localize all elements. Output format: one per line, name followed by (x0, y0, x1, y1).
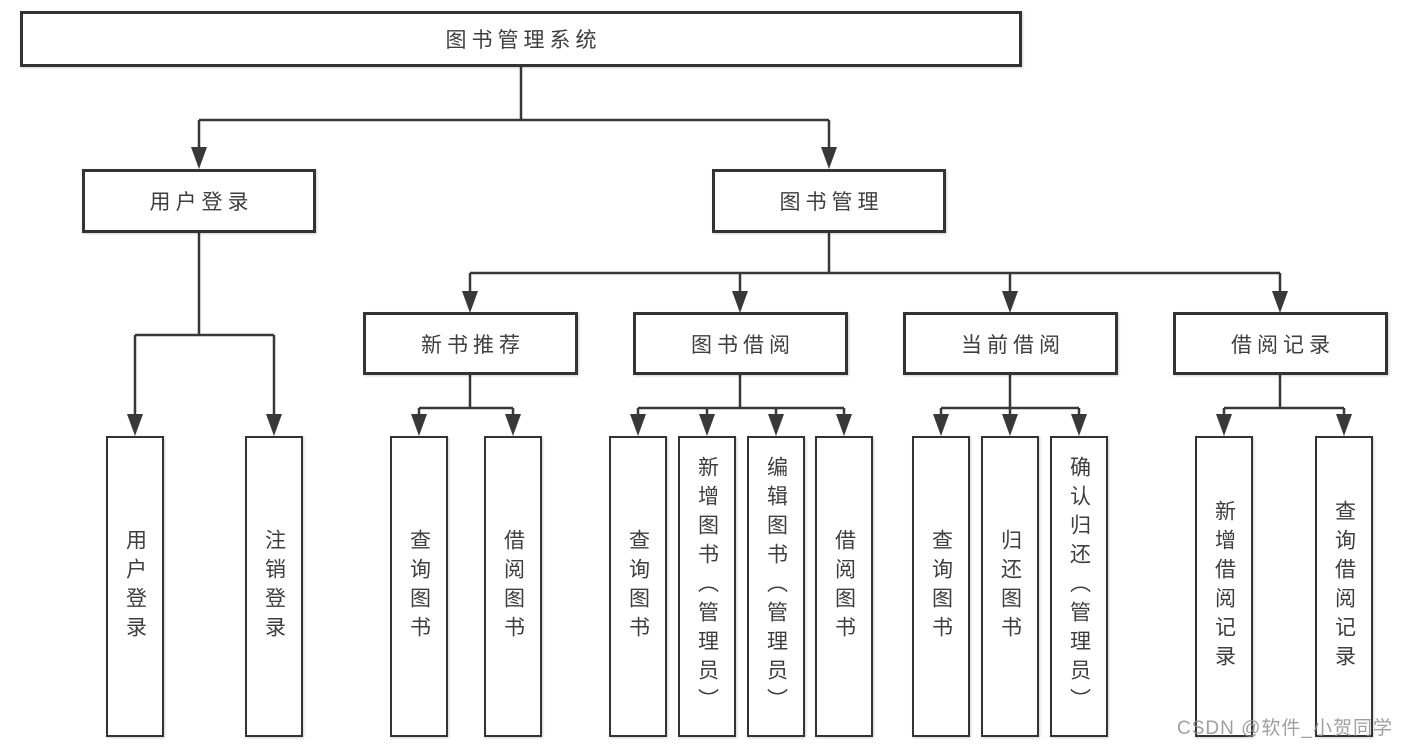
leaf-add-borrow-record-label: 新增借阅记录 (1212, 499, 1236, 674)
node-user-login: 用户登录 (82, 169, 316, 233)
leaf-query-borrow-record-label: 查询借阅记录 (1332, 499, 1356, 674)
leaf-user-login-label: 用户登录 (123, 528, 147, 645)
leaf-confirm-return-admin-label: 确认归还（管理员） (1067, 456, 1091, 717)
arrowhead-group (127, 147, 1352, 436)
leaf-query-books-recommend-label: 查询图书 (407, 528, 431, 645)
leaf-add-books-admin: 新增图书（管理员） (678, 436, 736, 737)
leaf-edit-books-admin: 编辑图书（管理员） (747, 436, 805, 737)
node-borrowing-records: 借阅记录 (1173, 312, 1388, 375)
leaf-return-books-label: 归还图书 (998, 528, 1022, 645)
node-library-management-system: 图书管理系统 (20, 11, 1022, 67)
leaf-query-books-borrow-label: 查询图书 (626, 528, 650, 645)
leaf-borrow-books: 借阅图书 (815, 436, 873, 737)
node-new-book-recommendation: 新书推荐 (363, 312, 578, 375)
leaf-query-books-current-label: 查询图书 (929, 528, 953, 645)
leaf-borrow-books-recommend: 借阅图书 (484, 436, 542, 737)
leaf-logout: 注销登录 (245, 436, 303, 737)
node-current-borrowing: 当前借阅 (903, 312, 1118, 375)
leaf-add-books-admin-label: 新增图书（管理员） (695, 456, 719, 717)
leaf-query-books-recommend: 查询图书 (390, 436, 448, 737)
leaf-query-borrow-record: 查询借阅记录 (1315, 436, 1373, 737)
leaf-borrow-books-recommend-label: 借阅图书 (501, 528, 525, 645)
node-book-management: 图书管理 (712, 169, 946, 233)
leaf-confirm-return-admin: 确认归还（管理员） (1050, 436, 1108, 737)
leaf-user-login: 用户登录 (106, 436, 164, 737)
node-book-borrowing: 图书借阅 (633, 312, 848, 375)
leaf-add-borrow-record: 新增借阅记录 (1195, 436, 1253, 737)
leaf-edit-books-admin-label: 编辑图书（管理员） (764, 456, 788, 717)
leaf-return-books: 归还图书 (981, 436, 1039, 737)
watermark: CSDN @软件_小贺同学 (1177, 718, 1393, 739)
leaf-borrow-books-label: 借阅图书 (832, 528, 856, 645)
leaf-query-books-current: 查询图书 (912, 436, 970, 737)
leaf-logout-label: 注销登录 (262, 528, 286, 645)
leaf-query-books-borrow: 查询图书 (609, 436, 667, 737)
